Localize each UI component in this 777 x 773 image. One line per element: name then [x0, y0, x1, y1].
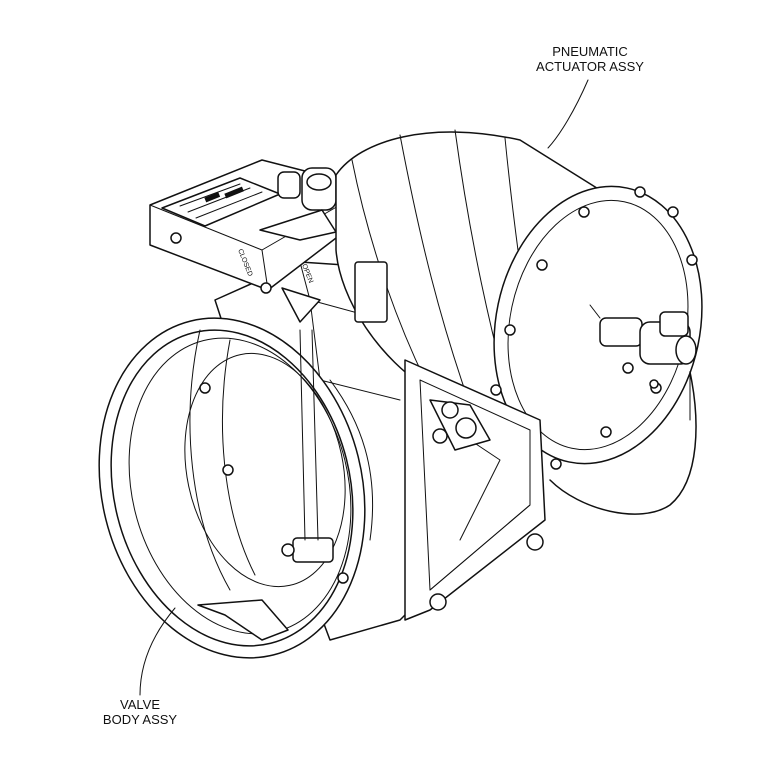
plate-bolt — [170, 232, 182, 244]
cover-bolt — [578, 206, 590, 218]
valve-body-callout-line1: VALVE — [120, 697, 160, 712]
plate-bolt — [260, 282, 272, 294]
cover-bolt — [490, 384, 502, 396]
actuator-leader-line — [547, 79, 589, 149]
valve-body-assembly — [98, 261, 431, 659]
valve-body-callout-line2: BODY ASSY — [102, 712, 178, 727]
bracket-bolt — [526, 533, 544, 551]
cover-bolt — [504, 324, 516, 336]
valve-body-callout-label: VALVE BODY ASSY — [80, 697, 200, 727]
clamp-bolt — [281, 543, 295, 557]
butterfly-disc — [189, 329, 231, 591]
valve-body-leader-line — [139, 607, 176, 696]
cover-bolt — [536, 259, 548, 271]
crank-pivot — [455, 417, 477, 439]
clamp-bolt — [337, 572, 349, 584]
actuator-callout-line1: PNEUMATIC — [552, 44, 628, 59]
cover-bolt — [667, 206, 679, 218]
bracket-bolt — [429, 593, 447, 611]
linkage-bracket — [404, 359, 546, 621]
pressure-fitting — [599, 317, 643, 347]
pneumatic-actuator-assembly — [335, 129, 703, 621]
tubing — [549, 371, 697, 515]
inlet-flange-ring — [98, 317, 366, 659]
cover-bolt — [634, 186, 646, 198]
body-bolt — [222, 464, 234, 476]
cover-bolt — [550, 458, 562, 470]
actuator-callout-line2: ACTUATOR ASSY — [536, 59, 644, 74]
cover-bolt — [686, 254, 698, 266]
actuator-callout-label: PNEUMATIC ACTUATOR ASSY — [520, 44, 660, 74]
body-bolt — [199, 382, 211, 394]
cover-bolt — [600, 426, 612, 438]
actuator-cover — [493, 185, 703, 465]
